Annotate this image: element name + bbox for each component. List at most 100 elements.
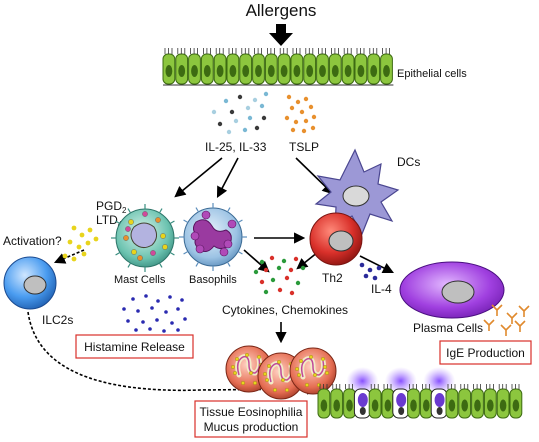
tslp-dot [301,128,307,134]
mucus-glow [423,367,456,395]
epithelial-cell [239,48,253,85]
epithelial-cell [380,48,393,85]
mediator-dot [93,236,99,242]
histamine-dot [136,309,140,313]
top-epithelium [162,48,394,86]
cytokine-dot [259,259,265,265]
mediator-dot [87,227,93,233]
tslp-dot [295,99,301,105]
cytokine-dot [259,279,265,285]
mast-granule [128,219,134,225]
cytokine-dot [288,267,294,273]
histamine-dot [176,328,180,332]
cytokines-label: Cytokines, Chemokines [222,303,348,317]
epithelial-cell [162,48,176,85]
epithelial-cell [483,384,497,419]
allergens-label: Allergens [246,1,317,20]
epithelial-cell [175,48,189,85]
tslp-dot [303,118,309,124]
epithelial-cell [328,48,342,85]
eosinophil-granule [285,388,289,392]
lipid-mediator-dots [62,225,99,262]
mast-granule [155,217,161,223]
il-dot [259,103,265,109]
histamine-dot [170,321,174,325]
mast-granule [160,233,166,239]
cytokine-dot [253,269,259,275]
ilc2s-label: ILC2s [42,313,73,327]
ilc2-cell [3,256,57,310]
ige-antibody [518,305,530,317]
basophil-spike [237,250,243,255]
eosinophil-granule [313,373,317,377]
mucus-glow [384,367,417,395]
eosinophil-granule [273,388,277,392]
il-dot [242,127,248,133]
eosinophil-granule [263,372,267,376]
epithelial-cell [290,48,304,85]
mast-cells-label: Mast Cells [114,274,166,286]
epithelial-cell [316,48,329,85]
histamine-box-label: Histamine Release [84,340,185,354]
il-dot [254,125,260,131]
epithelial-cell [200,48,214,85]
eosinophil-granule [325,371,329,375]
histamine-box: Histamine Release [75,334,194,359]
ige-antibody [491,304,503,316]
epithelial-cell [368,384,382,419]
basophil-granule [223,239,233,249]
il-dot [245,105,251,111]
cytokine-dot [281,258,287,264]
mediator-dot [71,225,77,231]
histamine-dot [156,299,160,303]
eosinophil-granule [249,371,253,375]
eosinophil-granule [267,364,271,368]
basophil-granule [190,231,200,241]
epithelial-cell [303,48,317,85]
eosinophil-granule [281,378,285,382]
epithelial-cell [496,384,510,419]
histamine-dot [141,320,145,324]
arrow-mast-to-cyto [243,249,270,273]
eosinophil-granule [241,381,245,385]
il-dot [226,129,232,135]
arrow-il-to-baso [216,157,239,198]
arrow-il-to-mast [174,157,223,198]
epithelial-cell [252,48,265,85]
epithelial-cell [330,384,344,419]
mucus-glow [346,367,379,395]
il-dot [229,109,235,115]
mediator-dot [81,251,87,257]
mast-cell [111,204,179,272]
epithelial-cell [471,384,484,419]
mediator-dot [79,232,85,238]
eosinophil-granule [305,383,309,387]
mast-cell-spike [115,251,121,256]
mast-granule [150,250,156,256]
basophil-granule [227,219,237,229]
histamine-dot [162,329,166,333]
epithelial-cell [341,48,355,85]
tslp-dot [286,94,292,100]
il4-label: IL-4 [371,282,392,296]
basophils-label: Basophils [189,274,237,286]
epithelial-cells-label: Epithelial cells [397,68,467,80]
mediator-dot [76,244,82,250]
il-dot [237,94,243,100]
il-dot [223,98,229,104]
mast-cell-spike [169,220,175,225]
mediator-dot [85,240,91,246]
histamine-dot [122,307,126,311]
mast-cell-spike [127,208,132,214]
th2-label: Th2 [322,271,343,285]
epithelial-cell [317,384,331,419]
eosinophil-granule [309,355,313,359]
epithelial-cell [381,384,395,419]
ige-box: IgE Production [439,340,532,365]
il-dot [233,118,239,124]
basophil-spike [226,207,231,213]
epithelial-cell [458,384,472,419]
il4-dot [367,267,373,273]
eosinophil [289,347,337,395]
eosinophilia-line2: Mucus production [204,420,299,434]
